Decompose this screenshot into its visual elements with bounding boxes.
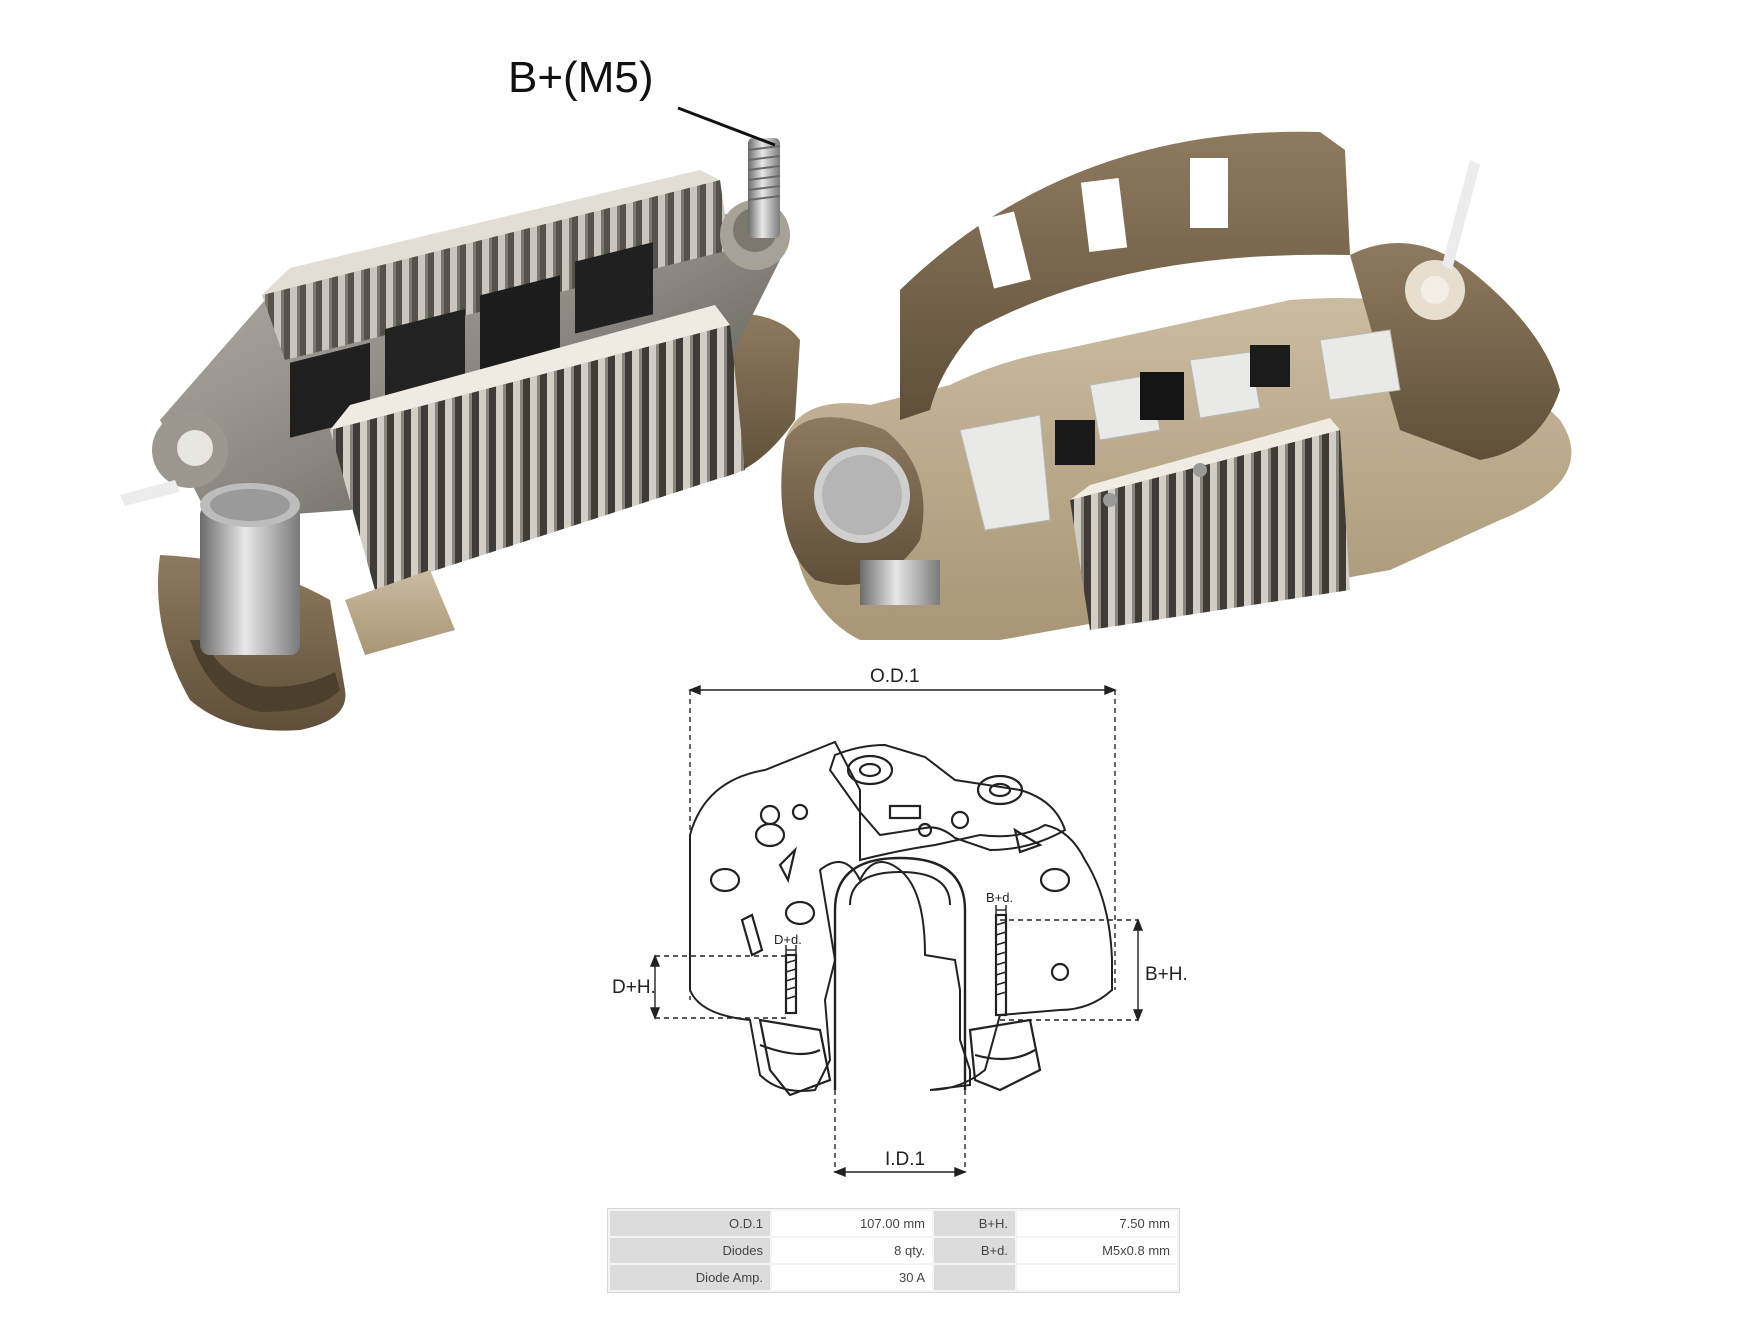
table-row: Diodes 8 qty. B+d. M5x0.8 mm: [610, 1238, 1177, 1263]
spec-label: [934, 1265, 1015, 1290]
spec-label: B+H.: [934, 1211, 1015, 1236]
od-label: O.D.1: [870, 666, 920, 687]
terminal-label: B+(M5): [508, 53, 653, 102]
spec-label: O.D.1: [610, 1211, 770, 1236]
spec-value: [1017, 1265, 1177, 1290]
bd-label: B+d.: [986, 890, 1013, 905]
terminal-annotation: B+(M5): [508, 53, 776, 147]
spec-value: M5x0.8 mm: [1017, 1238, 1177, 1263]
dimension-lines: [649, 684, 1144, 1178]
technical-drawing: [689, 740, 1113, 1097]
spec-table: O.D.1 107.00 mm B+H. 7.50 mm Diodes 8 qt…: [607, 1208, 1180, 1293]
spec-label: Diodes: [610, 1238, 770, 1263]
spec-value: 7.50 mm: [1017, 1211, 1177, 1236]
spec-value: 8 qty.: [772, 1238, 932, 1263]
rectifier-photo-left: [120, 138, 800, 731]
spec-label: B+d.: [934, 1238, 1015, 1263]
bh-label: B+H.: [1145, 964, 1188, 985]
dimension-labels: O.D.1 I.D.1 D+H. B+H. D+d. B+d.: [612, 666, 1188, 1170]
table-row: O.D.1 107.00 mm B+H. 7.50 mm: [610, 1211, 1177, 1236]
table-row: Diode Amp. 30 A: [610, 1265, 1177, 1290]
dd-label: D+d.: [774, 932, 802, 947]
spec-value: 107.00 mm: [772, 1211, 932, 1236]
spec-value: 30 A: [772, 1265, 932, 1290]
spec-label: Diode Amp.: [610, 1265, 770, 1290]
dh-label: D+H.: [612, 977, 656, 998]
rectifier-photo-right: [781, 131, 1572, 640]
id-label: I.D.1: [885, 1149, 925, 1170]
